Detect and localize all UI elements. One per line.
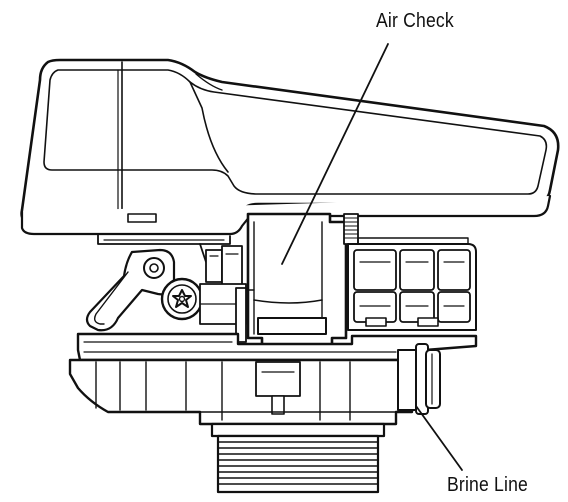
air-check-body [235,212,348,354]
brine-line-fitting [397,343,441,415]
air-check-leader [281,43,389,265]
knurled-stem [343,213,359,245]
brine-line-label: Brine Line [447,474,529,496]
air-check-label: Air Check [376,10,454,32]
threaded-outlet [210,422,386,494]
right-blocks [347,237,477,331]
valve-body [68,358,414,426]
brine-line-leader [415,405,463,471]
left-linkage [85,245,247,332]
base-plate [76,332,478,362]
valve-cover [20,58,560,236]
